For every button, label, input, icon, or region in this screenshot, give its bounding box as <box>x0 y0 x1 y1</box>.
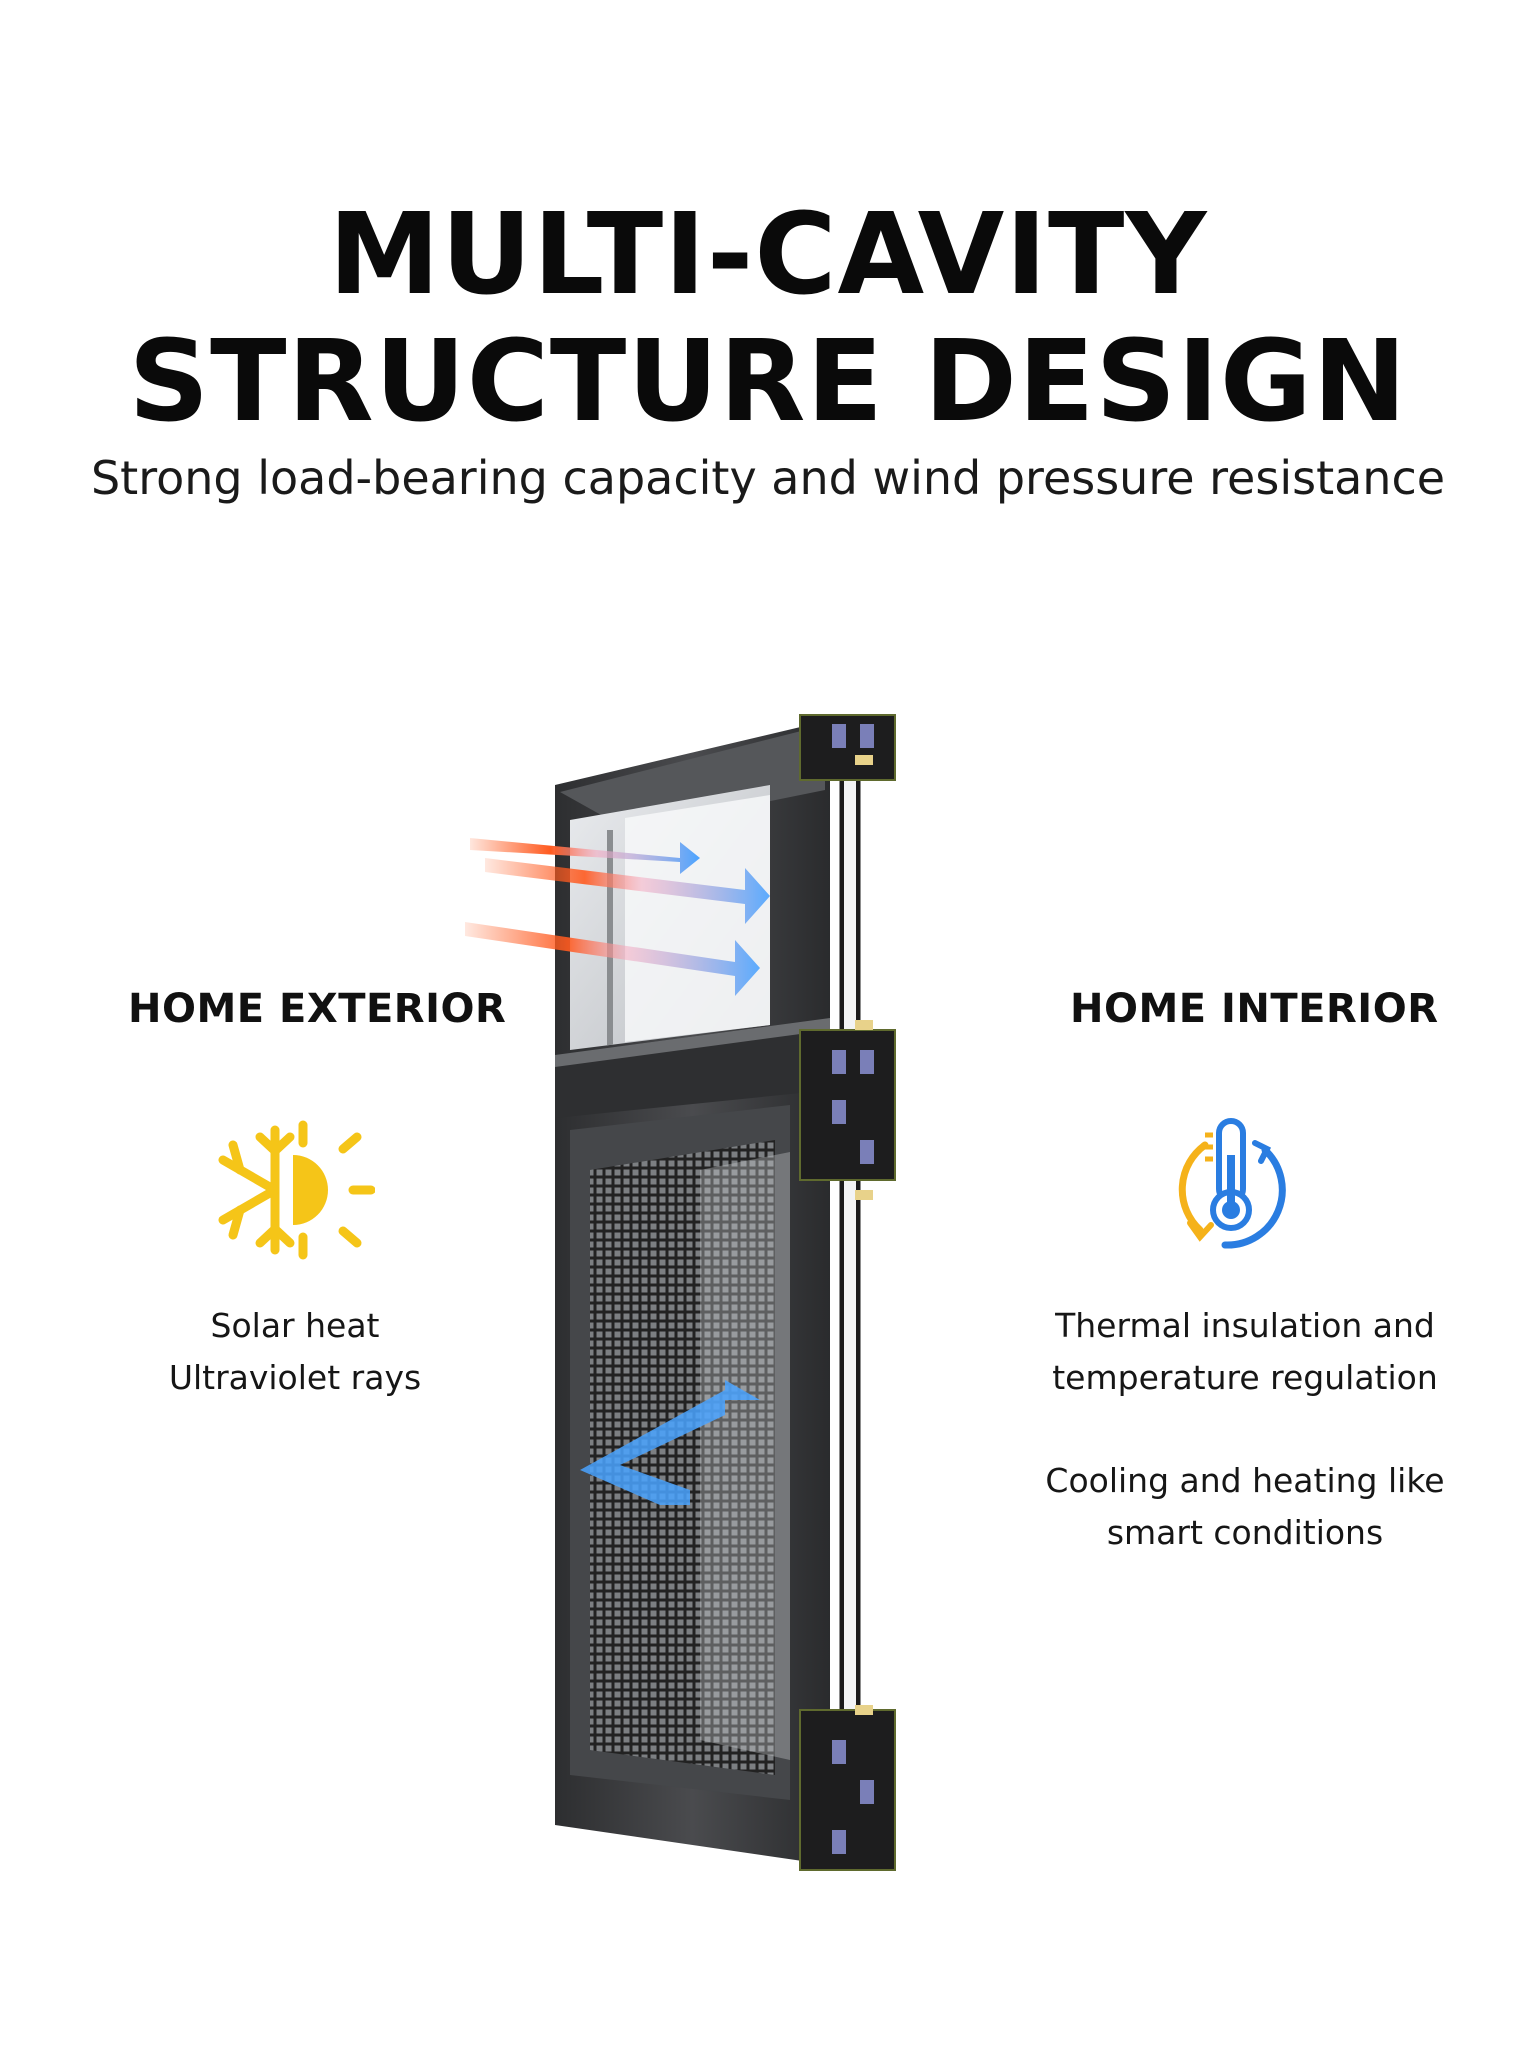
page-title-line-1: MULTI-CAVITY <box>328 190 1208 320</box>
interior-description-insulation: Thermal insulation and temperature regul… <box>1030 1300 1460 1404</box>
interior-line-smart: smart conditions <box>1106 1513 1384 1552</box>
exterior-description: Solar heat Ultraviolet rays <box>130 1300 460 1404</box>
interior-description-cooling: Cooling and heating like smart condition… <box>1030 1455 1460 1559</box>
home-exterior-heading: HOME EXTERIOR <box>128 986 507 1032</box>
exterior-line-solar: Solar heat <box>210 1306 380 1345</box>
sun-snowflake-icon <box>218 1120 375 1260</box>
exterior-line-uv: Ultraviolet rays <box>168 1358 422 1397</box>
cool-air-arrow <box>580 1380 760 1505</box>
interior-line-temperature: temperature regulation <box>1052 1358 1438 1397</box>
page-subtitle: Strong load-bearing capacity and wind pr… <box>90 451 1446 505</box>
window-cross-section-illustration <box>465 714 896 1871</box>
interior-line-thermal: Thermal insulation and <box>1055 1306 1435 1345</box>
heat-transfer-arrows <box>465 838 770 996</box>
page-title-line-2: STRUCTURE DESIGN <box>128 317 1408 447</box>
thermometer-cycle-icon <box>1178 1118 1286 1249</box>
interior-line-cooling: Cooling and heating like <box>1045 1461 1445 1500</box>
home-interior-heading: HOME INTERIOR <box>1070 986 1439 1032</box>
